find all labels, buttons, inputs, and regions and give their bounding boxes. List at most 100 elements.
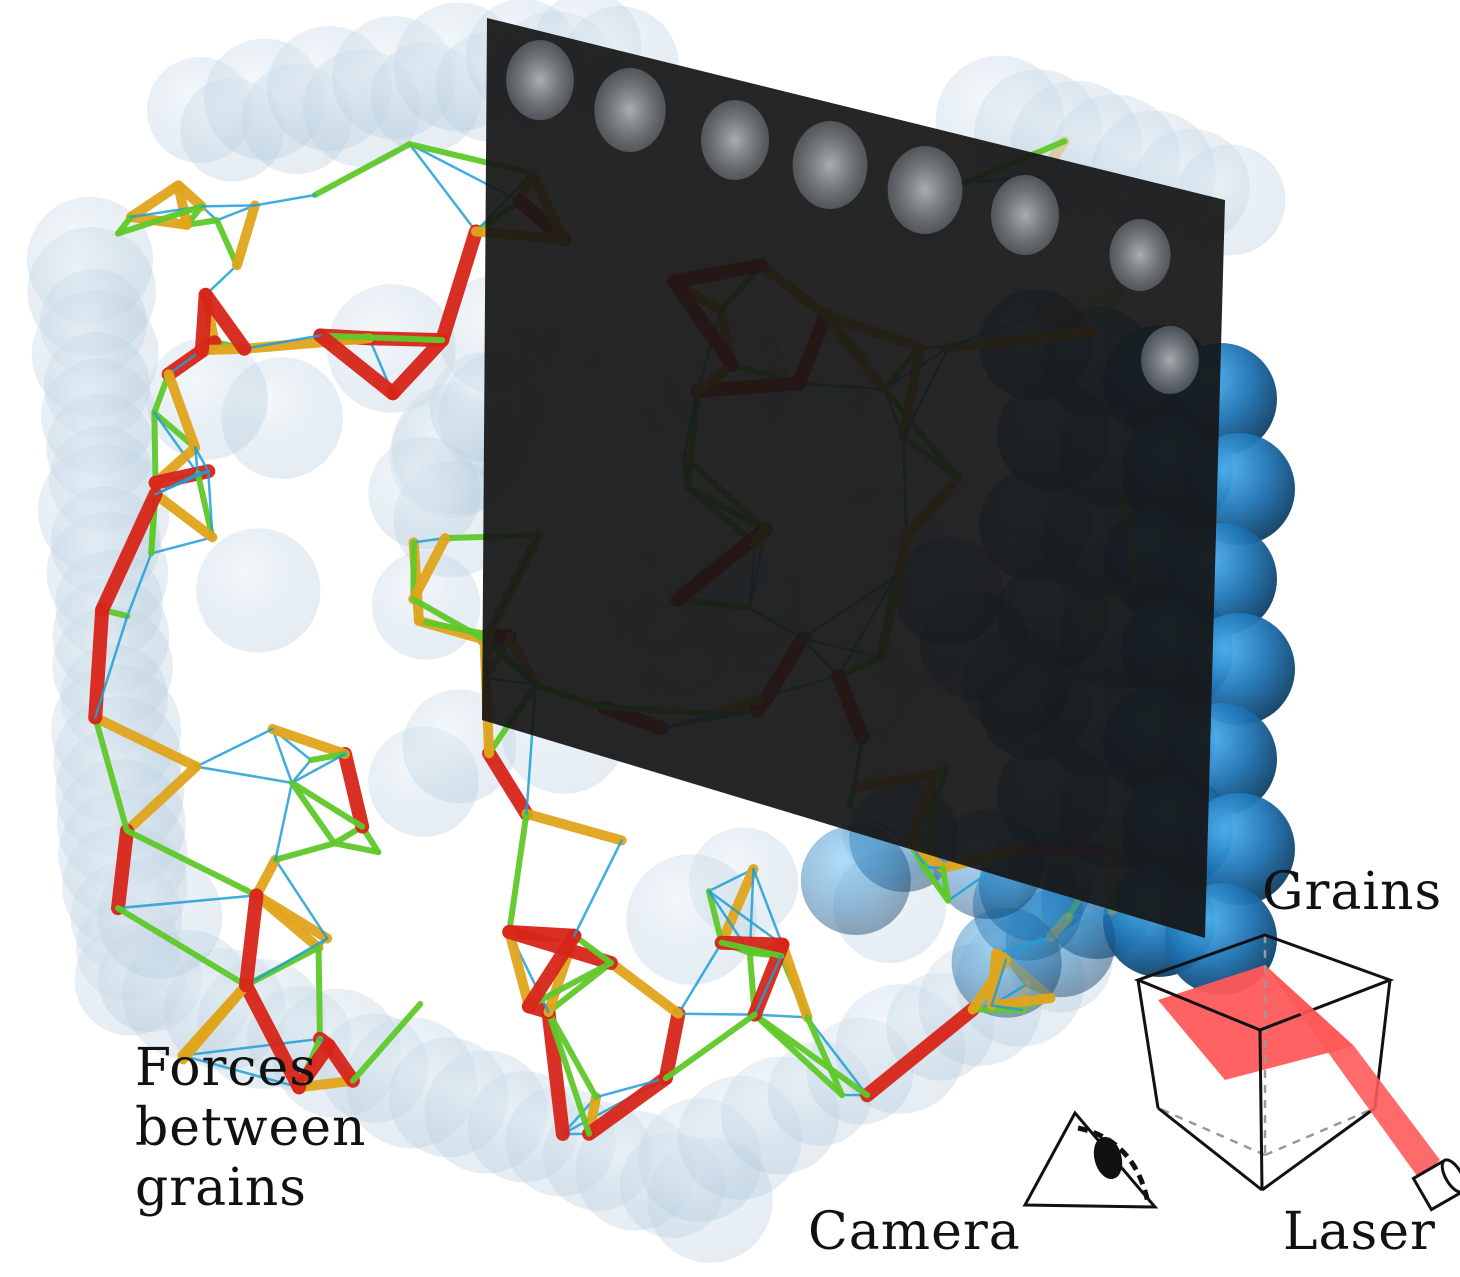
force-chain xyxy=(594,1076,668,1099)
grain xyxy=(145,337,268,460)
laser-label: Laser xyxy=(1283,1202,1436,1262)
force-chain xyxy=(243,334,322,350)
force-chain xyxy=(123,827,260,899)
force-chain xyxy=(253,193,317,207)
force-chain xyxy=(290,752,347,785)
force-chain xyxy=(582,1071,673,1141)
force-chain xyxy=(272,840,338,863)
force-chain xyxy=(181,1054,301,1089)
force-chain xyxy=(114,905,249,989)
force-chain xyxy=(311,141,413,198)
force-chain xyxy=(93,614,129,719)
force-chain xyxy=(331,840,382,856)
force-chain xyxy=(482,746,534,821)
grain-cross-section xyxy=(792,121,868,209)
force-chain xyxy=(806,1016,869,1097)
force-chain xyxy=(707,889,784,946)
force-chain xyxy=(804,1014,846,1099)
grain-cross-section xyxy=(887,146,963,234)
force-chain xyxy=(545,1009,600,1101)
force-chain xyxy=(271,727,294,785)
force-chain xyxy=(990,1004,1024,1012)
force-chain xyxy=(183,217,220,228)
force-chain xyxy=(194,470,216,541)
grain xyxy=(97,854,223,979)
force-chain xyxy=(90,712,202,772)
force-chain xyxy=(307,751,348,764)
force-chain xyxy=(251,890,333,944)
force-chain xyxy=(410,596,488,643)
force-chain xyxy=(178,980,251,1065)
grain-cross-section xyxy=(506,40,574,120)
force-chain xyxy=(238,888,264,993)
force-chain xyxy=(151,409,159,486)
grain-cross-section xyxy=(594,68,666,152)
force-chain xyxy=(408,533,451,605)
force-chain xyxy=(274,858,329,940)
force-chain xyxy=(986,993,1056,1011)
force-chain xyxy=(181,1037,322,1057)
force-chain xyxy=(239,333,375,354)
force-chain xyxy=(114,203,205,237)
force-chain xyxy=(751,1011,846,1099)
force-chain xyxy=(541,1005,570,1141)
force-chain xyxy=(193,446,210,473)
force-chain xyxy=(313,328,400,401)
force-chain xyxy=(1045,912,1073,942)
grain-slice-image xyxy=(506,40,1199,394)
forces-label-line-1: Forces xyxy=(135,1038,317,1098)
grain xyxy=(327,284,456,413)
force-chain xyxy=(573,839,623,937)
force-chain xyxy=(753,1013,809,1019)
force-chain xyxy=(1004,958,1027,987)
force-chain xyxy=(274,781,294,861)
eye-icon xyxy=(1022,1110,1159,1209)
force-chain xyxy=(153,411,200,475)
force-chain xyxy=(288,779,338,847)
force-chain xyxy=(408,142,478,233)
force-chain xyxy=(521,928,582,1014)
force-chain xyxy=(920,864,952,904)
force-chain xyxy=(521,808,627,846)
force-chain xyxy=(718,939,785,959)
force-chain xyxy=(292,1038,336,1095)
force-chain xyxy=(288,779,366,830)
force-chain xyxy=(290,758,313,785)
grain-cross-section xyxy=(1109,219,1171,291)
force-chain xyxy=(986,948,1002,1011)
camera-label: Camera xyxy=(808,1202,1021,1262)
force-chain xyxy=(716,863,759,948)
force-chain xyxy=(173,180,207,212)
force-chain xyxy=(121,761,202,836)
force-chain xyxy=(317,332,446,344)
force-chain xyxy=(267,724,350,760)
force-chain xyxy=(707,867,755,893)
force-chain xyxy=(860,1002,980,1103)
grain xyxy=(196,528,321,653)
force-chain xyxy=(163,369,201,453)
force-chain xyxy=(95,487,163,617)
force-chain xyxy=(92,714,130,834)
force-chain xyxy=(1049,909,1114,939)
force-chain xyxy=(125,180,184,222)
grain-cross-section xyxy=(991,175,1059,255)
force-chain xyxy=(194,727,274,768)
force-chain xyxy=(506,810,530,935)
force-chain xyxy=(705,888,725,946)
force-chain xyxy=(1066,909,1114,919)
force-chain xyxy=(200,204,257,208)
force-chain xyxy=(1004,916,1070,962)
force-chain xyxy=(939,865,952,904)
force-chain xyxy=(435,224,483,348)
grain xyxy=(626,854,757,985)
force-chain xyxy=(504,926,534,1012)
force-chain xyxy=(321,1038,360,1088)
force-chain xyxy=(1001,954,1056,1004)
forces-label: Forces between grains xyxy=(135,1038,367,1218)
force-chain xyxy=(244,937,329,987)
force-chain xyxy=(193,446,200,475)
force-chain xyxy=(198,287,252,356)
force-chain xyxy=(215,204,257,222)
